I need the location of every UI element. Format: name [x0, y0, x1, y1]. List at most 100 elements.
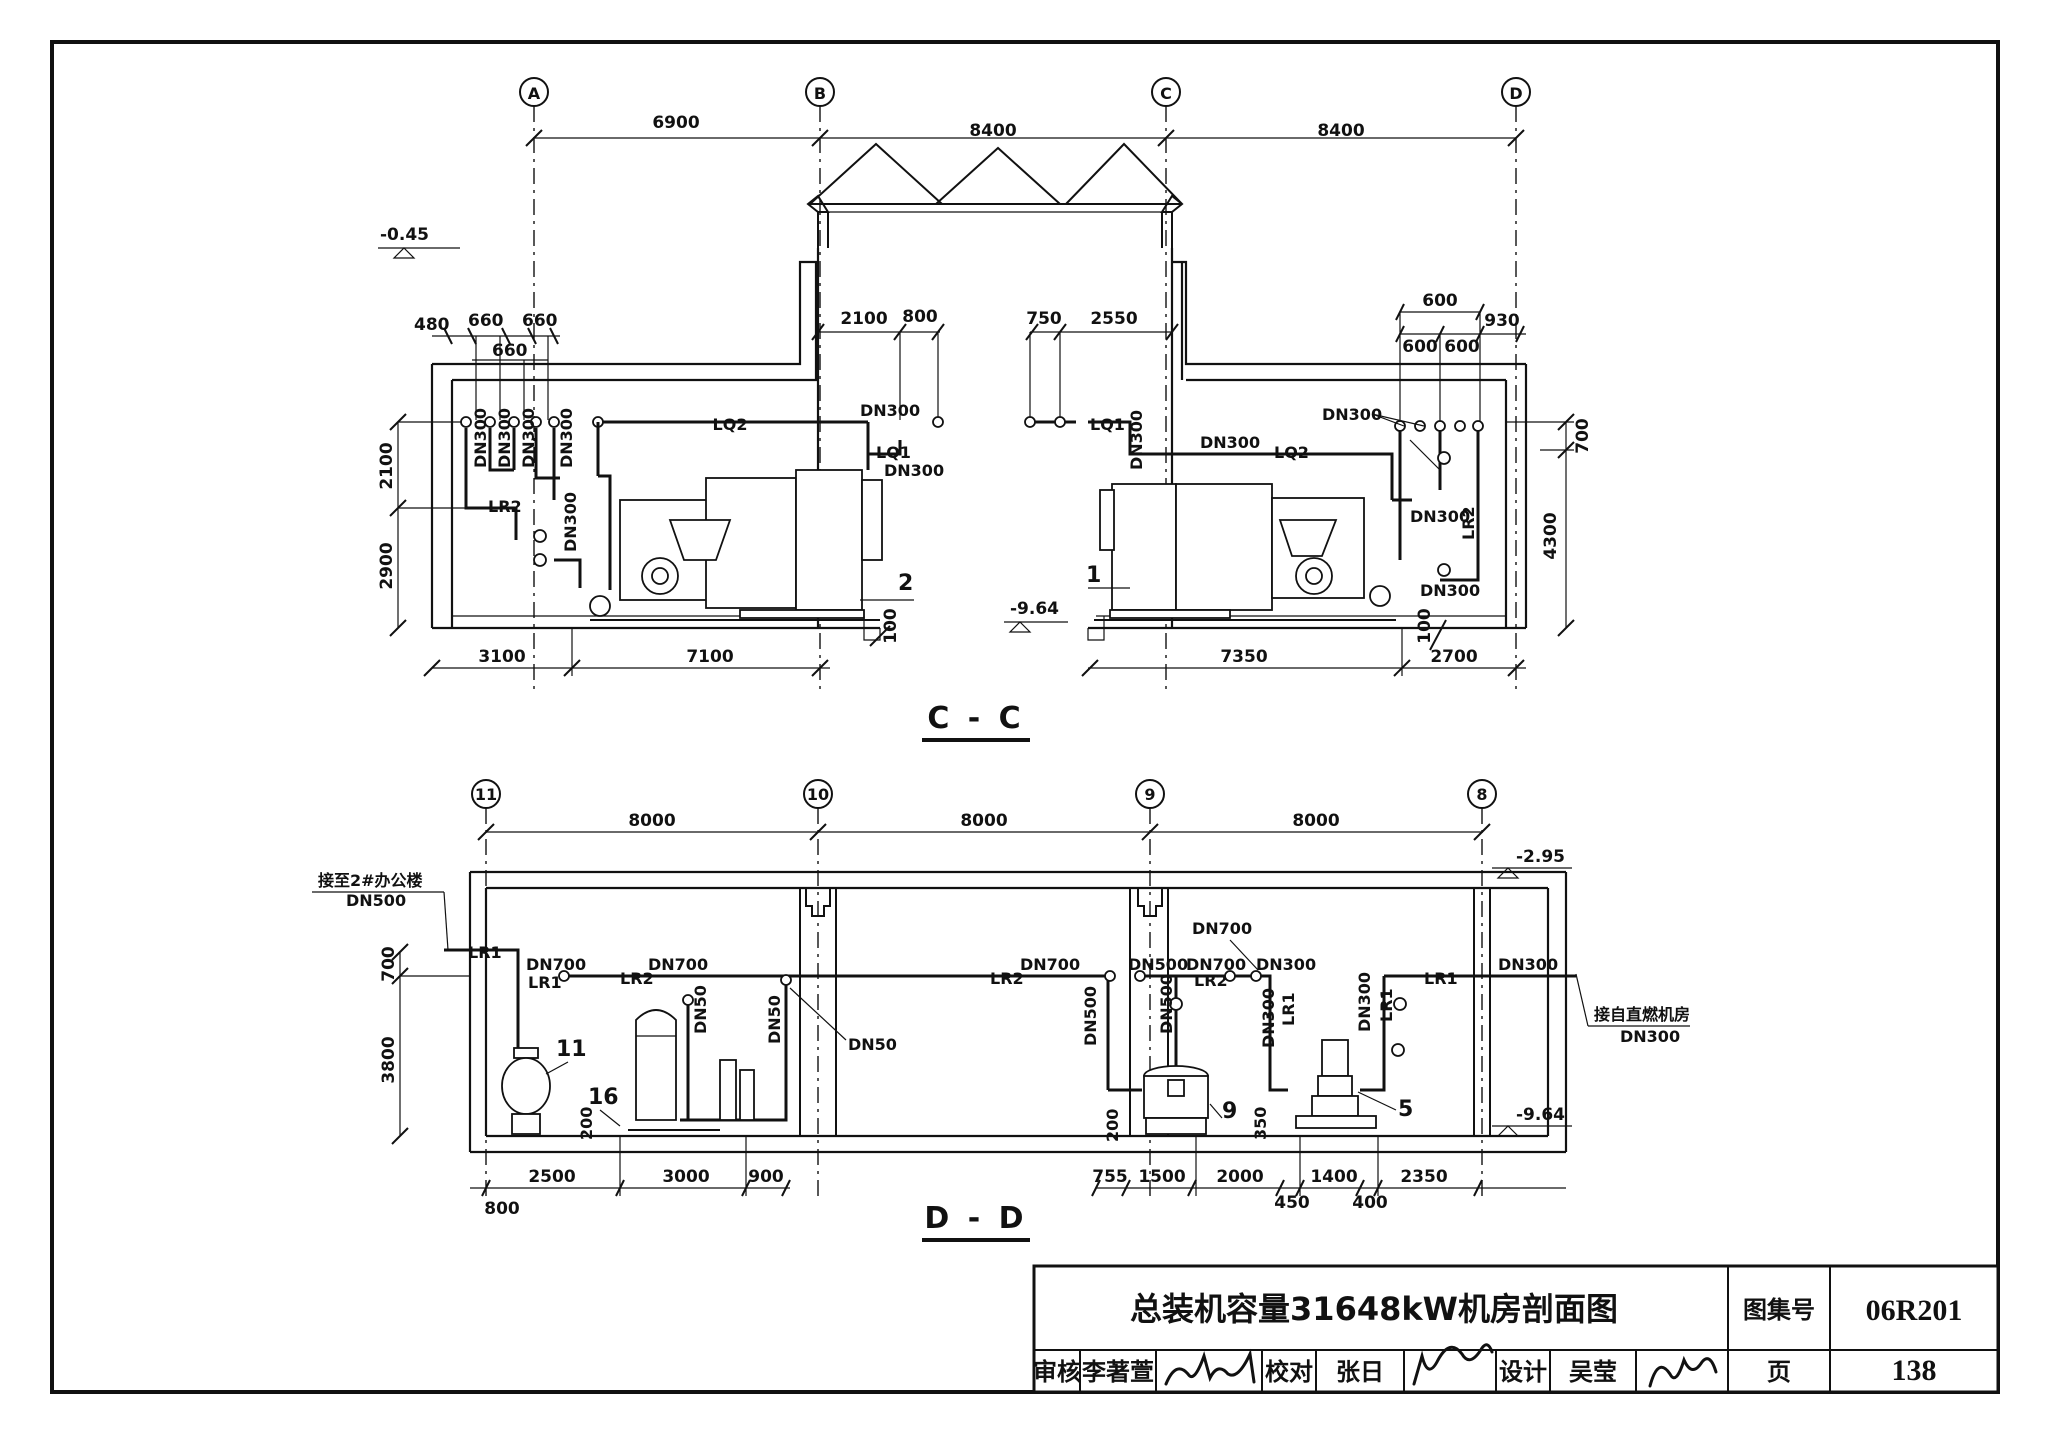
pipe-label-lr2-b: LR2	[990, 969, 1024, 988]
dim-660-b: 660	[522, 311, 558, 331]
dim-600-a: 600	[1402, 337, 1438, 357]
svg-text:700: 700	[379, 946, 399, 982]
pipe-label-dn50-a: DN50	[691, 985, 710, 1034]
pipe-label-dn300-left: DN300	[884, 461, 944, 480]
cc-left-pipework: LQ2 DN300 LQ1 DN300 LR2 DN300 DN300 DN30…	[460, 401, 944, 590]
pipe-label-lq1-left: LQ1	[876, 443, 911, 462]
svg-text:B: B	[814, 84, 826, 103]
svg-text:11: 11	[475, 785, 497, 804]
svg-text:接至2#办公楼: 接至2#办公楼	[318, 871, 423, 890]
skylight-roof	[806, 142, 1184, 248]
svg-text:2700: 2700	[1430, 647, 1477, 667]
pipe-label-dn700-d: DN700	[1192, 919, 1252, 938]
cc-right-height-dims: 700 4300	[1506, 413, 1593, 637]
pipe-label-dn50-c: DN50	[848, 1035, 897, 1054]
cc-top-dimension: 6900 8400 8400	[525, 113, 1525, 147]
pipe-label-dn700-e: DN700	[1186, 955, 1246, 974]
cc-mid-dims-left: 2100 800	[811, 307, 945, 420]
pipe-label-lr1-b: LR1	[528, 973, 562, 992]
pipe-label-dn300-v4: DN300	[557, 408, 576, 468]
svg-text:A: A	[528, 84, 541, 103]
pipe-label-lr1-c: LR1	[1279, 992, 1298, 1026]
axis-bubble-b: B	[805, 77, 835, 107]
svg-text:900: 900	[748, 1167, 784, 1187]
pipe-label-dn300-b: DN300	[1259, 988, 1278, 1048]
pipe-label-dn50-b: DN50	[765, 995, 784, 1044]
dd-building-outline	[468, 870, 1568, 1154]
axis-bubble-9: 9	[1135, 779, 1165, 809]
equipment-16-tank: 16	[588, 1009, 755, 1131]
svg-text:2900: 2900	[377, 542, 397, 589]
equipment-9-unit: 9	[1143, 1065, 1237, 1135]
axis-bubble-10: 10	[803, 779, 833, 809]
pipe-label-lr1-d: LR1	[1377, 988, 1396, 1022]
dd-left-height-dims: 700 3800	[379, 943, 470, 1145]
equipment-5-pump: 5	[1295, 1039, 1413, 1129]
section-cc: A B C D 6900 8400 8400	[377, 77, 1593, 742]
pipe-label-dn700-b: DN700	[648, 955, 708, 974]
pipe-label-dn500-b: DN500	[1128, 955, 1188, 974]
designer-name: 吴莹	[1569, 1358, 1617, 1386]
equipment-label-5: 5	[1398, 1097, 1413, 1122]
svg-text:C: C	[1160, 84, 1172, 103]
dim-6900: 6900	[652, 113, 699, 133]
svg-text:接自直燃机房: 接自直燃机房	[1594, 1005, 1690, 1024]
pipe-label-dn500-a: DN500	[1081, 986, 1100, 1046]
dim-600-top: 600	[1422, 291, 1458, 311]
pipe-label-dn500-c: DN500	[1157, 974, 1176, 1034]
equipment-label-1: 1	[1086, 563, 1101, 588]
pipe-label-lr2-c: LR2	[1194, 971, 1228, 990]
svg-text:700: 700	[1573, 418, 1593, 454]
svg-text:400: 400	[1352, 1193, 1388, 1213]
dim-100-left: 100	[881, 608, 901, 644]
pipe-label-lr2-a: LR2	[620, 969, 654, 988]
check-label: 校对	[1265, 1358, 1313, 1386]
svg-text:DN300: DN300	[1620, 1027, 1680, 1046]
section-title-cc: C - C	[922, 701, 1030, 742]
pipe-label-dn300-v5: DN300	[561, 492, 580, 552]
dim-100-right: 100	[1415, 608, 1435, 644]
svg-text:2100: 2100	[377, 442, 397, 489]
dd-top-dimension: 8000 8000 8000	[477, 811, 1491, 841]
pipe-label-dn300-right-d: DN300	[1420, 581, 1480, 600]
dim-8400-a: 8400	[969, 121, 1016, 141]
svg-text:3000: 3000	[662, 1167, 709, 1187]
svg-text:1500: 1500	[1138, 1167, 1185, 1187]
svg-text:755: 755	[1092, 1167, 1128, 1187]
svg-text:D - D: D - D	[924, 1201, 1027, 1236]
elevation-marker-dd-floor: -9.64	[1492, 1105, 1572, 1137]
axis-bubble-8: 8	[1467, 779, 1497, 809]
dd-pipe-labels: LR1 DN700 LR1 LR2 DN700 DN50 DN50 DN50 L…	[468, 919, 1558, 1054]
svg-text:750: 750	[1026, 309, 1062, 329]
chiller-unit-2: 2	[589, 469, 914, 621]
section-dd: 11 10 9 8 8000 8000 8000	[312, 779, 1690, 1242]
review-label: 审核	[1033, 1358, 1081, 1386]
svg-text:DN500: DN500	[346, 891, 406, 910]
svg-text:1400: 1400	[1310, 1167, 1357, 1187]
pipe-label-lr1-e: LR1	[1424, 969, 1458, 988]
chiller-unit-1: 1	[1086, 483, 1396, 621]
axis-bubble-d: D	[1501, 77, 1531, 107]
svg-text:-0.45: -0.45	[380, 225, 429, 245]
pipe-label-lq2-left: LQ2	[713, 415, 748, 434]
axis-bubble-c: C	[1151, 77, 1181, 107]
cc-right-dims: 600 600 600 930	[1395, 291, 1526, 430]
svg-text:D: D	[1509, 84, 1522, 103]
svg-text:4300: 4300	[1541, 512, 1561, 559]
connection-label-right: 接自直燃机房 DN300	[1575, 973, 1690, 1046]
pipe-label-lq1-right: LQ1	[1090, 415, 1125, 434]
svg-text:7100: 7100	[686, 647, 733, 667]
svg-text:8000: 8000	[960, 811, 1007, 831]
axis-bubble-a: A	[519, 77, 549, 107]
svg-text:-9.64: -9.64	[1516, 1105, 1565, 1125]
svg-text:8000: 8000	[628, 811, 675, 831]
cc-bottom-dims: 3100 7100 7350 2700	[423, 628, 1526, 677]
pipe-label-dn300-a: DN300	[1256, 955, 1316, 974]
pipe-label-dn300-v2: DN300	[495, 408, 514, 468]
design-label: 设计	[1499, 1358, 1547, 1386]
atlas-number: 06R201	[1866, 1294, 1963, 1327]
dim-200-a: 200	[577, 1107, 596, 1140]
axis-bubble-11: 11	[471, 779, 501, 809]
elevation-marker-dd-top: -2.95	[1492, 847, 1572, 879]
